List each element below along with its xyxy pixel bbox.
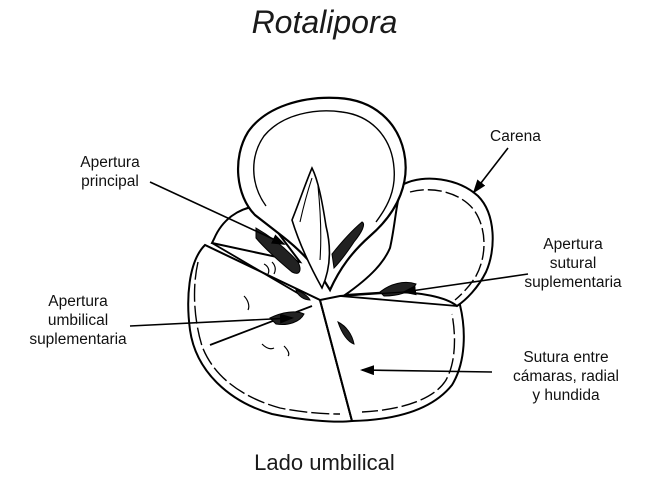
label-line: Apertura <box>512 235 634 254</box>
label-line: Carena <box>490 127 541 146</box>
label-line: y hundida <box>490 386 642 405</box>
label-sutura: Sutura entre cámaras, radial y hundida <box>490 348 642 405</box>
arrow-carena <box>474 148 508 192</box>
label-apertura-sutural: Apertura sutural suplementaria <box>512 235 634 292</box>
label-carena: Carena <box>490 127 541 146</box>
label-line: umbilical <box>10 311 146 330</box>
label-apertura-umbilical: Apertura umbilical suplementaria <box>10 292 146 349</box>
label-line: Apertura <box>10 292 146 311</box>
diagram-caption: Lado umbilical <box>0 450 649 476</box>
label-line: Sutura entre <box>490 348 642 367</box>
label-line: cámaras, radial <box>490 367 642 386</box>
label-line: principal <box>54 172 166 191</box>
label-line: suplementaria <box>10 330 146 349</box>
label-line: Apertura <box>54 153 166 172</box>
label-line: suplementaria <box>512 273 634 292</box>
label-apertura-principal: Apertura principal <box>54 153 166 191</box>
label-line: sutural <box>512 254 634 273</box>
